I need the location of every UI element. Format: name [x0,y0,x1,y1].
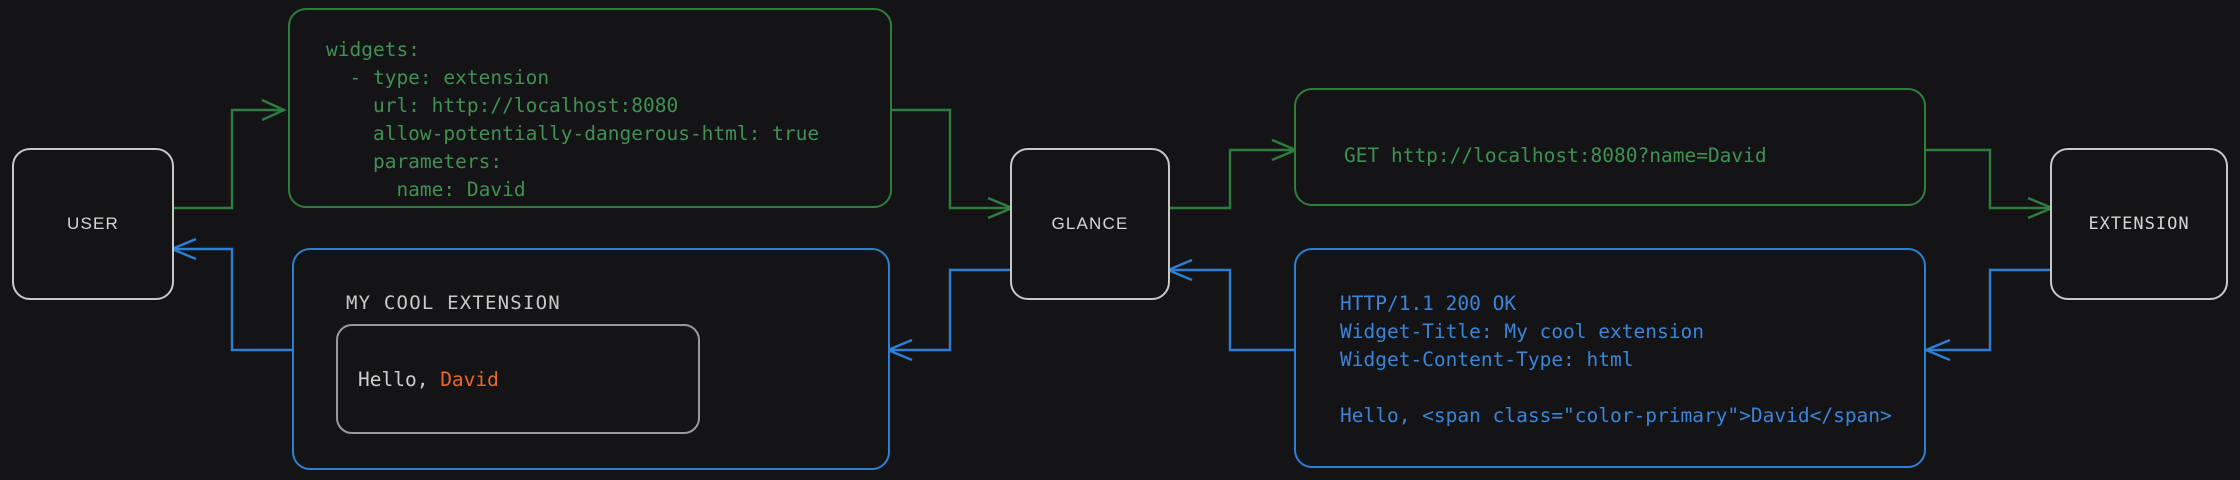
message-config-yaml: widgets: - type: extension url: http://l… [288,8,892,208]
get-request-text: GET http://localhost:8080?name=David [1344,144,1767,167]
widget-greeting: Hello, David [358,368,499,391]
config-yaml-text: widgets: - type: extension url: http://l… [326,38,820,201]
wire-glance-to-get [1170,138,1300,210]
node-extension-label: EXTENSION [2088,214,2190,234]
wire-glance-to-widget [884,268,1010,362]
message-get-request: GET http://localhost:8080?name=David [1294,88,1926,206]
node-user[interactable]: USER [12,148,174,300]
node-glance-label: GLANCE [1051,214,1129,233]
wire-config-to-glance [892,108,1016,220]
wire-response-to-glance [1164,258,1294,352]
wire-user-to-config [174,98,287,210]
widget-preview-title: MY COOL EXTENSION [346,292,561,314]
widget-greeting-name: David [440,368,499,391]
wire-extension-to-response [1922,268,2050,362]
node-extension[interactable]: EXTENSION [2050,148,2228,300]
wire-get-to-extension [1926,148,2056,220]
wire-widget-to-user [168,237,292,352]
widget-preview-card[interactable]: MY COOL EXTENSION Hello, David [292,248,890,470]
widget-greeting-prefix: Hello, [358,368,441,391]
message-http-response: HTTP/1.1 200 OK Widget-Title: My cool ex… [1294,248,1926,468]
node-user-label: USER [66,214,120,233]
node-glance[interactable]: GLANCE [1010,148,1170,300]
http-response-text: HTTP/1.1 200 OK Widget-Title: My cool ex… [1340,292,1892,427]
widget-preview-body: Hello, David [336,324,700,434]
